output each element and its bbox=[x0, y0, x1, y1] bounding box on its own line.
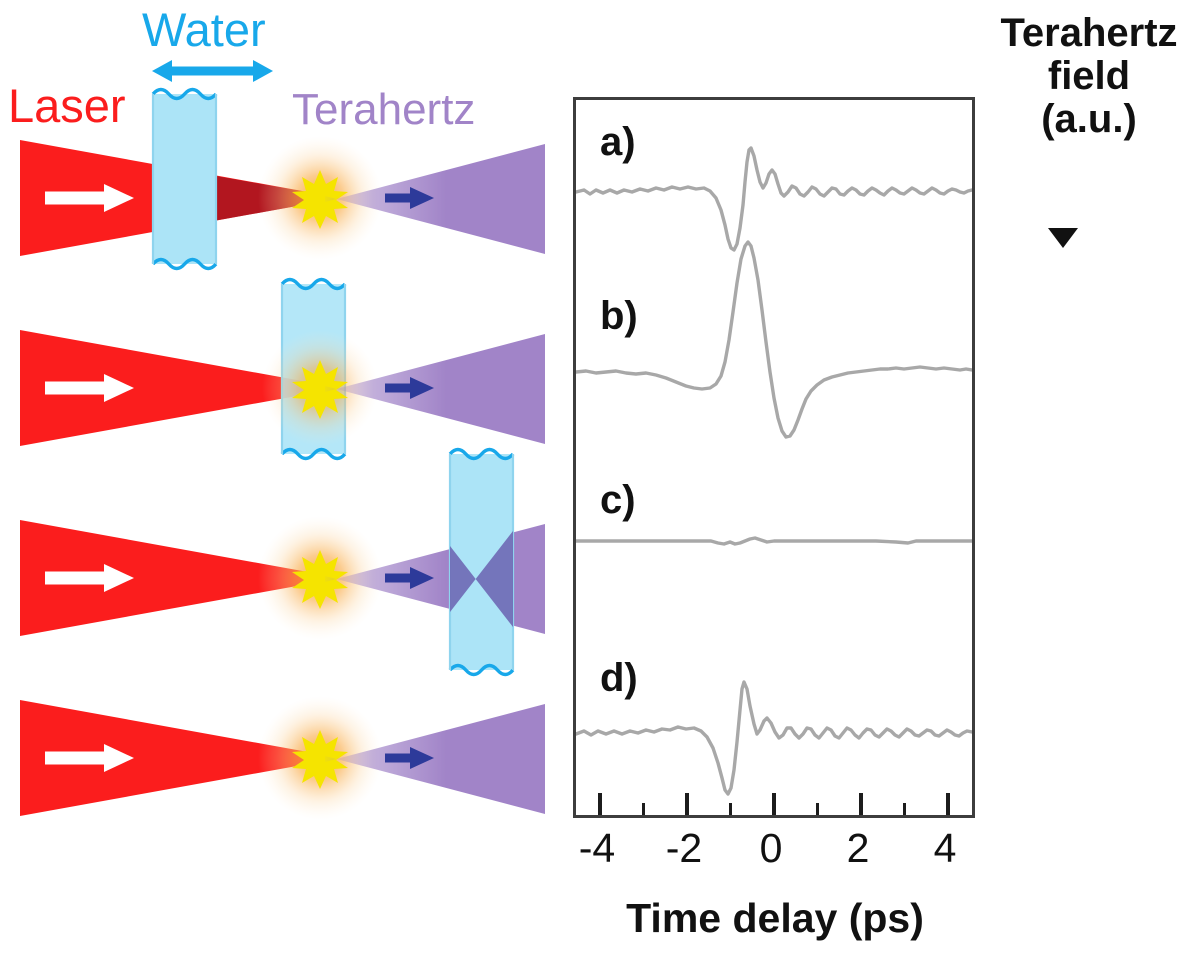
x-axis-ticks bbox=[598, 793, 950, 815]
x-tick-label-3: 2 bbox=[846, 825, 870, 871]
panel-label-b: b) bbox=[600, 294, 638, 338]
terahertz-direction-arrow-d bbox=[385, 747, 434, 769]
x-tick-label-1: -2 bbox=[665, 825, 703, 871]
x-tick-label-0: -4 bbox=[578, 825, 616, 871]
terahertz-beam-d bbox=[325, 704, 545, 814]
schematic-diagram bbox=[20, 87, 545, 820]
terahertz-direction-arrow-a bbox=[385, 187, 434, 209]
plasma-star-b bbox=[292, 360, 348, 419]
terahertz-waveform-plot: a) b) c) d) bbox=[573, 97, 975, 818]
laser-beam-d bbox=[20, 700, 330, 816]
terahertz-water-overlap-c bbox=[450, 531, 513, 627]
y-axis-direction-triangle-icon bbox=[1048, 228, 1078, 248]
schematic-row-a bbox=[20, 87, 545, 271]
schematic-row-d bbox=[20, 696, 545, 820]
x-axis-title: Time delay (ps) bbox=[626, 895, 924, 941]
trace-c bbox=[576, 536, 972, 546]
x-tick-label-4: 4 bbox=[933, 825, 957, 871]
laser-direction-arrow-b bbox=[45, 374, 134, 402]
plasma-star-d bbox=[292, 730, 348, 789]
y-axis-title-line-3: (a.u.) bbox=[1041, 97, 1137, 142]
laser-direction-arrow-c bbox=[45, 564, 134, 592]
laser-direction-arrow-a bbox=[45, 184, 134, 212]
terahertz-label: Terahertz bbox=[292, 85, 476, 134]
plasma-star-c bbox=[292, 550, 348, 609]
water-label: Water bbox=[142, 3, 266, 56]
laser-beam-b bbox=[20, 330, 330, 446]
water-thickness-arrow bbox=[152, 60, 273, 82]
waveform-traces bbox=[576, 146, 972, 815]
schematic-row-b bbox=[20, 277, 545, 461]
terahertz-beam-a bbox=[325, 144, 545, 254]
panel-label-d: d) bbox=[600, 656, 638, 700]
y-axis-title: Terahertz field (a.u.) bbox=[980, 11, 1198, 142]
terahertz-direction-arrow-b bbox=[385, 377, 434, 399]
water-cell-a bbox=[151, 87, 218, 271]
panel-label-c: c) bbox=[600, 478, 636, 522]
schematic-row-c bbox=[20, 447, 545, 677]
trace-a bbox=[576, 146, 972, 252]
laser-label: Laser bbox=[8, 79, 126, 132]
y-axis-title-line-2: field bbox=[1047, 54, 1131, 99]
terahertz-beam-b bbox=[325, 334, 545, 444]
panel-label-a: a) bbox=[600, 120, 636, 164]
trace-d bbox=[576, 680, 972, 796]
trace-b bbox=[576, 240, 972, 439]
laser-direction-arrow-d bbox=[45, 744, 134, 772]
y-axis-title-line-1: Terahertz bbox=[1000, 11, 1178, 55]
plasma-star-a bbox=[292, 170, 348, 229]
laser-beam-c bbox=[20, 520, 330, 636]
terahertz-direction-arrow-c bbox=[385, 567, 434, 589]
water-cell-c bbox=[448, 447, 515, 677]
x-tick-label-2: 0 bbox=[759, 825, 783, 871]
